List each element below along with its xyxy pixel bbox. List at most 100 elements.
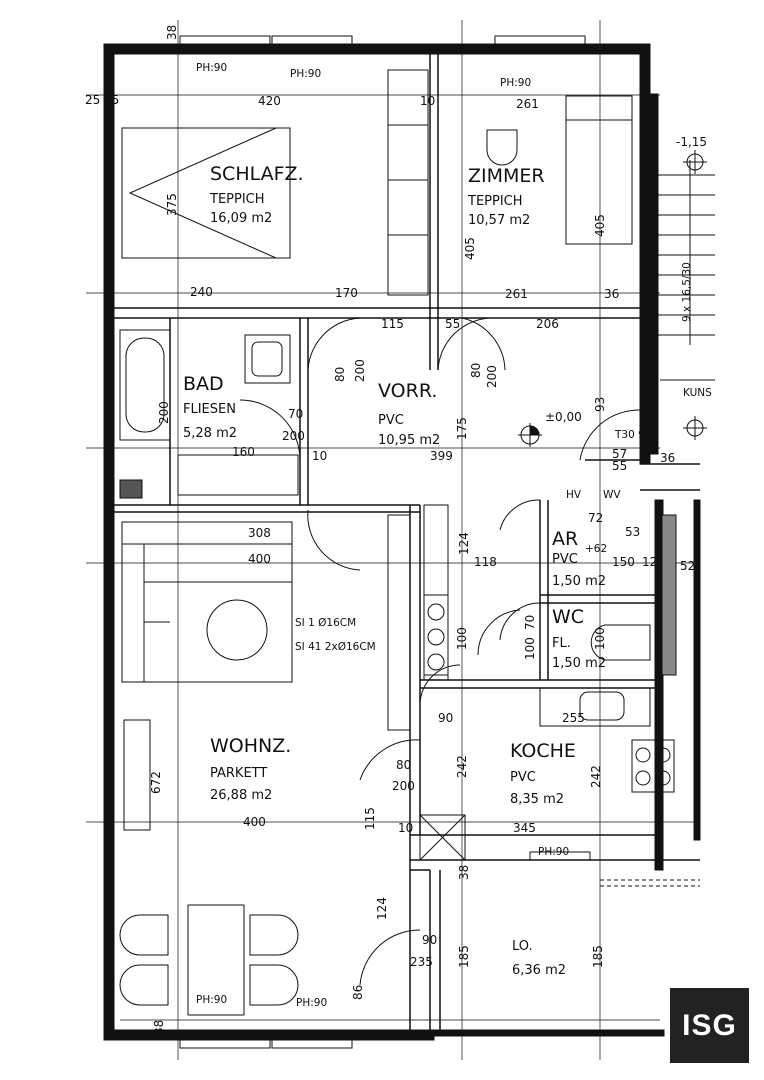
room-name-lo: LO.: [512, 939, 533, 954]
wc-fixtures: [590, 514, 677, 676]
dim: 308: [248, 526, 271, 540]
note-stair: 9 x 16,5/30: [681, 262, 693, 322]
label-ph90: PH:90: [500, 77, 531, 89]
room-area-koche: 8,35 m2: [510, 792, 564, 807]
note-si1: SI 1 Ø16CM: [295, 617, 356, 629]
note-hv: HV: [566, 489, 582, 501]
dim: 200: [392, 779, 415, 793]
dim: 10: [398, 821, 413, 835]
label-ph90: PH:90: [538, 846, 569, 858]
room-name-zimmer: ZIMMER: [468, 165, 545, 187]
hall-wardrobe: [387, 504, 449, 731]
dim: 55: [445, 317, 460, 331]
annotations: SI 1 Ø16CM SI 41 2xØ16CM ±0,00 -1,15 T30…: [196, 62, 712, 1009]
dim: 255: [562, 711, 585, 725]
dim: 90: [438, 711, 453, 725]
dim: 672: [149, 771, 163, 794]
dim: 200: [485, 365, 499, 388]
dim: 80: [333, 367, 347, 382]
grid-lines: [86, 20, 700, 1060]
dim: 150: [612, 555, 635, 569]
dim: 70: [288, 407, 303, 421]
room-area-wohnz: 26,88 m2: [210, 788, 272, 803]
label-ph90: PH:90: [296, 997, 327, 1009]
dim: 124: [457, 532, 471, 555]
room-floor-wc: FL.: [552, 636, 571, 651]
dim: 70: [523, 615, 537, 630]
room-floor-zimmer: TEPPICH: [467, 194, 523, 209]
dim: 86: [351, 985, 365, 1000]
dim: 175: [455, 417, 469, 440]
room-area-vorr: 10,95 m2: [378, 433, 440, 448]
dim: 242: [589, 765, 603, 788]
sideboard: [123, 719, 151, 831]
room-area-lo: 6,36 m2: [512, 963, 566, 978]
room-area-ar: 1,50 m2: [552, 574, 606, 589]
room-floor-wohnz: PARKETT: [210, 766, 267, 781]
dimensions: 420 261 261 240 170 206 115 55 375 405 4…: [85, 25, 695, 1035]
room-name-bad: BAD: [183, 373, 224, 395]
bed-zimmer: [486, 95, 633, 245]
dim: 12: [642, 555, 657, 569]
dim: 38: [457, 865, 471, 880]
dim: 345: [513, 821, 536, 835]
kitchen-counter: [419, 687, 675, 861]
windows: [179, 35, 700, 1049]
room-name-wohnz: WOHNZ.: [210, 735, 291, 757]
dim: 200: [353, 359, 367, 382]
interior-walls: [114, 54, 700, 1030]
dim: 10: [420, 94, 435, 108]
label-ph90: PH:90: [196, 62, 227, 74]
dim: 200: [157, 401, 171, 424]
wardrobe-schlafz: [387, 69, 429, 296]
room-area-bad: 5,28 m2: [183, 426, 237, 441]
dim: 36: [604, 287, 619, 301]
dim: 72: [588, 511, 603, 525]
room-name-schlafz: SCHLAFZ.: [210, 163, 304, 185]
stair: [655, 160, 715, 381]
dim: 25: [85, 93, 100, 107]
dim: 100: [523, 637, 537, 660]
dim: 38: [152, 1020, 166, 1035]
dim: 185: [457, 945, 471, 968]
dim: 405: [593, 214, 607, 237]
dim: 115: [381, 317, 404, 331]
dim: 400: [243, 815, 266, 829]
note-level0: ±0,00: [545, 410, 582, 424]
dim: 400: [248, 552, 271, 566]
dim: 93: [593, 397, 607, 412]
dim: 206: [536, 317, 559, 331]
room-name-wc: WC: [552, 606, 584, 628]
room-name-koche: KOCHE: [510, 740, 576, 762]
room-floor-bad: FLIESEN: [183, 402, 236, 417]
label-ph90: PH:90: [196, 994, 227, 1006]
note-plus62: +62: [585, 543, 607, 555]
bathtub: [119, 329, 299, 499]
note-kuns: KUNS: [683, 387, 712, 399]
dim: 420: [258, 94, 281, 108]
level-marker-icon: [518, 150, 707, 447]
room-floor-ar: PVC: [552, 552, 578, 567]
dim: 160: [232, 445, 255, 459]
isg-logo: ISG: [670, 988, 749, 1063]
room-area-wc: 1,50 m2: [552, 656, 606, 671]
dim: 52: [680, 559, 695, 573]
dim: 200: [282, 429, 305, 443]
note-wv: WV: [603, 489, 621, 501]
dim: 57: [612, 447, 627, 461]
round-table: [206, 599, 268, 661]
note-si41: SI 41 2xØ16CM: [295, 641, 376, 653]
dim: 25: [104, 93, 119, 107]
sofa: [121, 521, 293, 683]
note-t30: T30 90: [614, 429, 651, 441]
exterior-walls: [103, 43, 701, 1041]
room-name-ar: AR: [552, 528, 578, 550]
room-area-zimmer: 10,57 m2: [468, 213, 530, 228]
dim: 53: [625, 525, 640, 539]
room-labels: SCHLAFZ. TEPPICH 16,09 m2 ZIMMER TEPPICH…: [183, 163, 606, 978]
label-ph90: PH:90: [290, 68, 321, 80]
room-name-vorr: VORR.: [378, 380, 437, 402]
dim: 405: [463, 237, 477, 260]
room-floor-vorr: PVC: [378, 413, 404, 428]
